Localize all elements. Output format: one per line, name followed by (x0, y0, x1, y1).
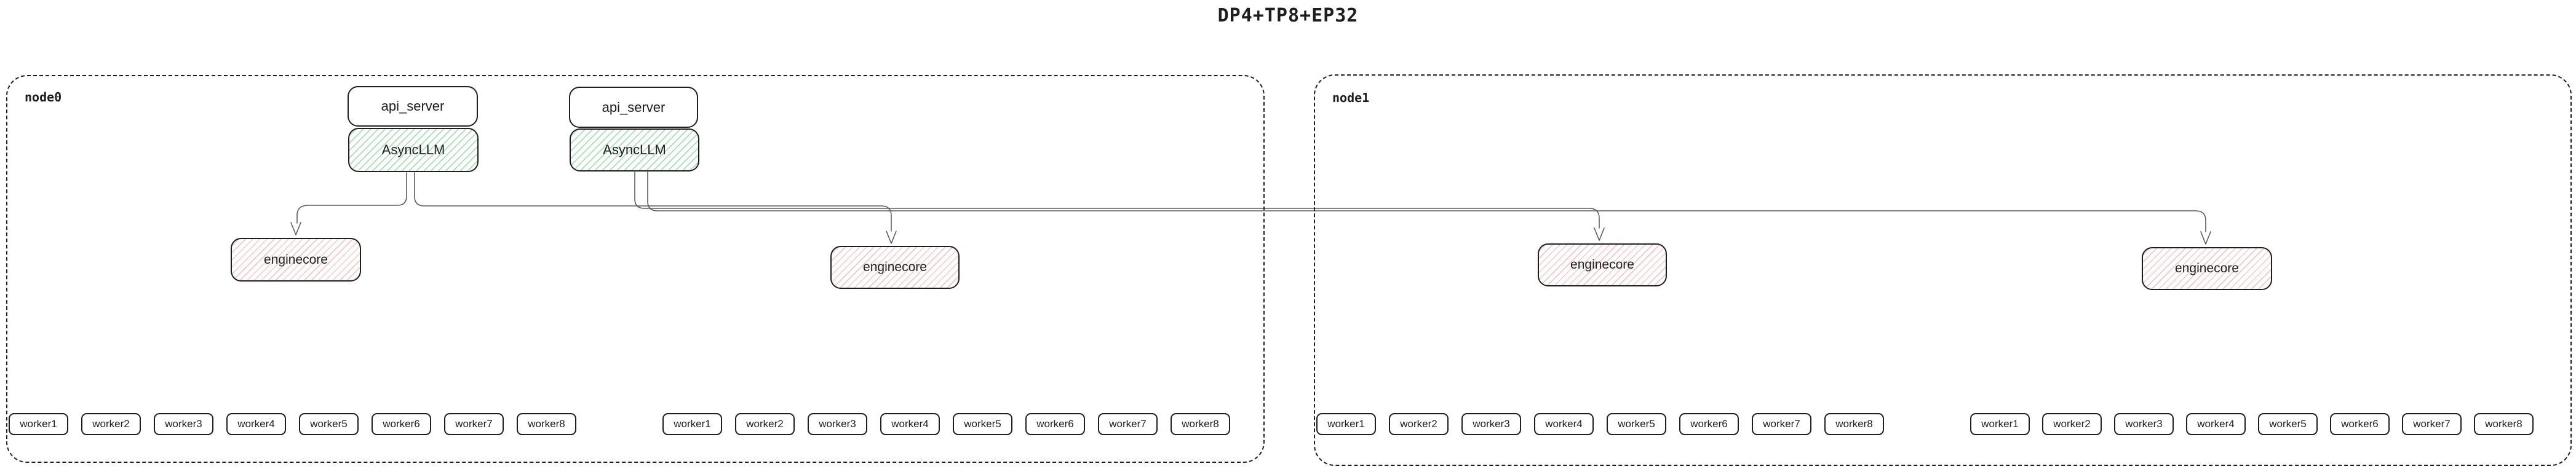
api-server-2-box: api_server (569, 87, 698, 128)
node0-g2-worker-8: worker8 (1171, 413, 1230, 435)
node0-g2-worker-7: worker7 (1098, 413, 1158, 435)
node1-g2-worker-5: worker5 (2258, 413, 2318, 435)
node0-g1-worker-8: worker8 (517, 413, 576, 435)
enginecore-3-box: enginecore (1538, 243, 1667, 286)
node0-label: node0 (25, 90, 62, 104)
enginecore-1-box: enginecore (231, 238, 361, 282)
asyncllm-1-box: AsyncLLM (348, 128, 479, 172)
node0-g2-worker-3: worker3 (808, 413, 867, 435)
enginecore-4-box: enginecore (2142, 247, 2272, 290)
node1-g2-worker-1: worker1 (1970, 413, 2030, 435)
node1-g1-worker-1: worker1 (1316, 413, 1376, 435)
node0-g2-worker-4: worker4 (880, 413, 940, 435)
enginecore-2-box: enginecore (830, 246, 960, 289)
node0-g1-worker-4: worker4 (226, 413, 286, 435)
node0-g1-worker-6: worker6 (372, 413, 431, 435)
node0-g1-worker-1: worker1 (9, 413, 68, 435)
node1-g1-worker-5: worker5 (1607, 413, 1666, 435)
node1-g1-worker-2: worker2 (1389, 413, 1449, 435)
node1-g2-worker-8: worker8 (2474, 413, 2534, 435)
node0-g2-worker-6: worker6 (1025, 413, 1085, 435)
node0-g1-worker-2: worker2 (81, 413, 141, 435)
api-server-1-box: api_server (348, 86, 478, 127)
node1-g1-worker-3: worker3 (1461, 413, 1521, 435)
node1-g1-worker-8: worker8 (1824, 413, 1884, 435)
diagram-title: DP4+TP8+EP32 (1217, 5, 1359, 26)
node1-g2-worker-3: worker3 (2114, 413, 2174, 435)
node1-g1-worker-7: worker7 (1752, 413, 1811, 435)
node1-label: node1 (1332, 90, 1370, 105)
node0-g2-worker-5: worker5 (953, 413, 1012, 435)
node0-g2-worker-2: worker2 (735, 413, 795, 435)
node1-g2-worker-4: worker4 (2186, 413, 2246, 435)
node1-g2-worker-2: worker2 (2042, 413, 2102, 435)
node1-container: node1 enginecore enginecore worker1 work… (1314, 74, 2572, 466)
node0-g1-worker-7: worker7 (444, 413, 504, 435)
node1-g1-worker-6: worker6 (1679, 413, 1739, 435)
node0-g2-worker-1: worker1 (662, 413, 722, 435)
node0-g1-worker-3: worker3 (154, 413, 213, 435)
node1-g2-worker-6: worker6 (2330, 413, 2390, 435)
node0-g1-worker-5: worker5 (299, 413, 359, 435)
node0-container: node0 api_server AsyncLLM api_server Asy… (6, 75, 1265, 463)
node1-g1-worker-4: worker4 (1534, 413, 1594, 435)
node1-g2-worker-7: worker7 (2402, 413, 2462, 435)
asyncllm-2-box: AsyncLLM (570, 128, 699, 171)
